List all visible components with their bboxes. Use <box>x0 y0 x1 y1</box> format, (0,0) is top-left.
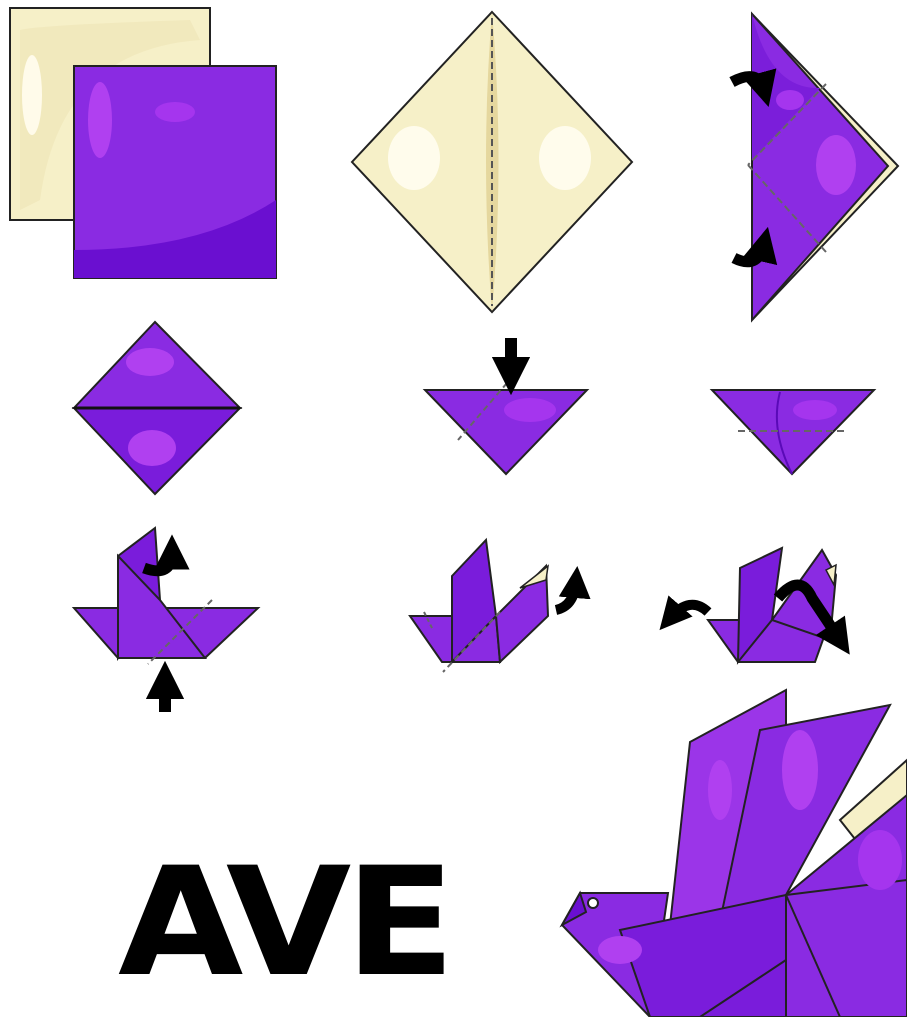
body-highlight <box>598 936 642 964</box>
wing-highlight <box>782 730 818 810</box>
purple-triangle <box>425 390 587 474</box>
step-4-folded-diamond <box>74 322 240 494</box>
triangle-highlight <box>504 398 556 422</box>
step-6-triangle <box>712 390 874 474</box>
curved-arrow-icon <box>732 77 764 90</box>
diamond-highlight <box>539 126 591 190</box>
step-1-square-sheets <box>10 8 276 278</box>
triangle-highlight <box>793 400 837 420</box>
step-7-neck-fold <box>74 528 258 712</box>
bird-eye <box>588 898 598 908</box>
purple-sheet-highlight <box>88 82 112 158</box>
step-10-finished-bird <box>562 690 907 1017</box>
purple-highlight <box>816 135 856 195</box>
step-8-wing-fold <box>410 540 576 672</box>
diamond-highlight <box>388 126 440 190</box>
cream-sheet-highlight <box>22 55 42 135</box>
step-2-diamond <box>352 12 632 312</box>
bird-belly <box>786 880 907 1017</box>
purple-highlight <box>776 90 804 110</box>
step-5-triangle <box>425 338 587 474</box>
page-title: AVE <box>118 848 507 998</box>
diamond-highlight <box>128 430 176 466</box>
diamond-highlight <box>126 348 174 376</box>
curved-arrow-icon <box>734 244 764 262</box>
wing-highlight <box>708 760 732 820</box>
step-9-head-wing-fold <box>670 548 840 662</box>
tail-highlight <box>858 830 902 890</box>
purple-sheet-highlight <box>155 102 195 122</box>
curved-arrow-icon <box>670 605 708 618</box>
step-3-half-triangle <box>732 14 898 320</box>
curved-arrow-icon <box>556 582 576 610</box>
